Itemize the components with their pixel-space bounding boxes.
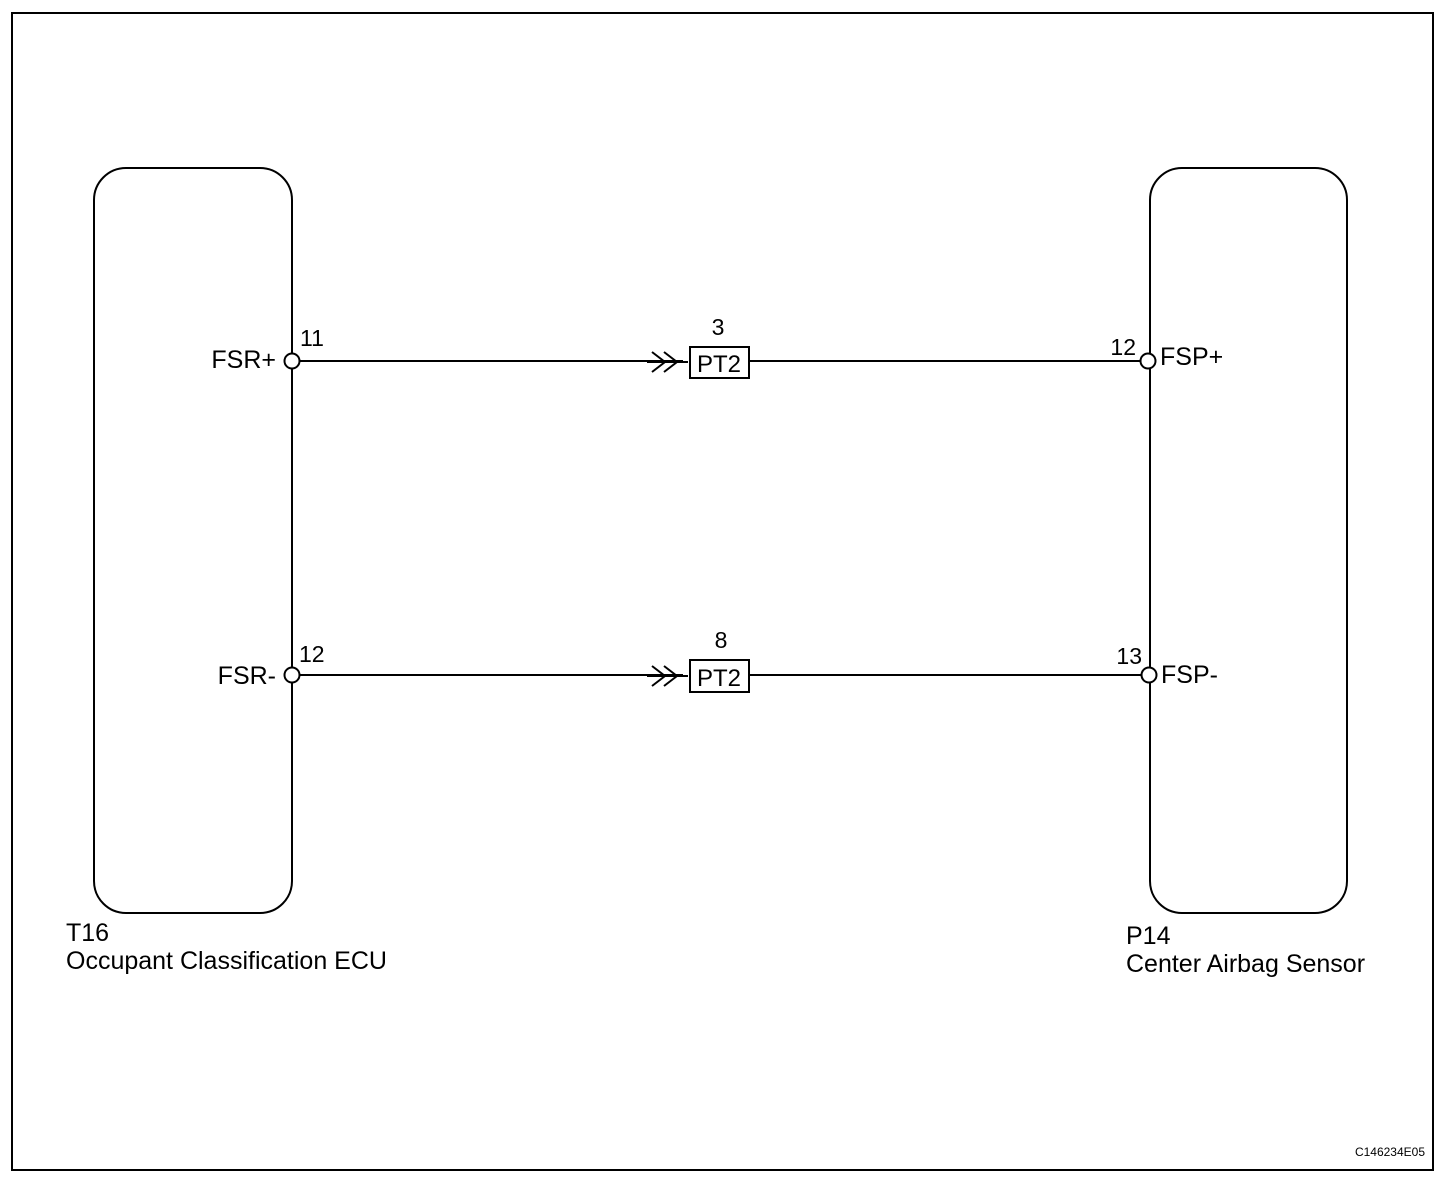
connector-pin-label: 8 [715,627,728,653]
connector-pin-label: 3 [712,314,725,340]
connector-pt2-box [689,346,750,379]
pin-label-fsr-minus: 12 [299,641,325,667]
diagram-frame [11,12,1434,1171]
pin-label-fsr-plus: 11 [300,325,324,351]
signal-label-fsr-plus: FSR+ [211,346,276,374]
connector-pt2-box [689,659,750,693]
component-code-right: P14 [1126,922,1171,950]
connector-arrow-icon [647,351,688,373]
connector-arrow-icon [647,665,688,687]
pin-label-fsp-plus: 12 [1110,334,1136,360]
signal-label-fsr-minus: FSR- [218,662,276,690]
connector-name-label: PT2 [697,665,741,692]
component-name-left: Occupant Classification ECU [66,947,387,975]
signal-label-fsp-minus: FSP- [1161,661,1218,689]
signal-label-fsp-plus: FSP+ [1160,343,1223,371]
component-name-right: Center Airbag Sensor [1126,950,1365,978]
terminal-fsp-minus [1140,666,1158,684]
occupant-classification-ecu-box [93,167,293,914]
terminal-fsr-minus [283,666,301,684]
terminal-fsr-plus [283,352,301,370]
terminal-fsp-plus [1139,352,1157,370]
component-code-left: T16 [66,919,109,947]
connector-name-label: PT2 [697,351,741,378]
center-airbag-sensor-box [1149,167,1348,914]
figure-code: C146234E05 [1355,1145,1425,1159]
pin-label-fsp-minus: 13 [1116,643,1142,669]
